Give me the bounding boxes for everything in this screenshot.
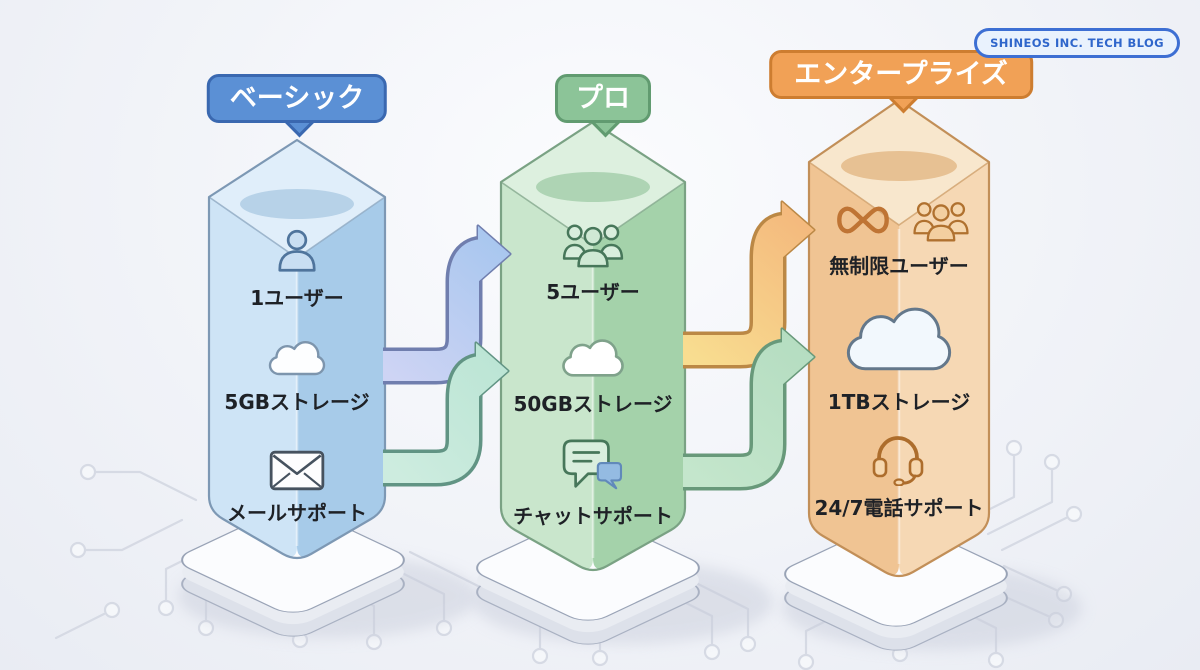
feature-label: 5GBストレージ (224, 390, 370, 414)
headset-icon (872, 436, 924, 486)
feature-basic-users: 1ユーザー (187, 226, 407, 311)
cloud-icon (846, 307, 952, 371)
chat-icon (562, 439, 623, 490)
arrow-basic-to-pro-top (383, 224, 512, 385)
feature-basic-storage: 5GBストレージ (187, 340, 407, 415)
enterprise-users-icons (827, 196, 971, 244)
blog-badge: SHINEOS INC. TECH BLOG (974, 28, 1180, 58)
arrow-pro-to-enterprise-top (683, 200, 816, 369)
feature-label: チャットサポート (513, 504, 673, 528)
user-icon (278, 229, 316, 272)
plan-label-basic: ベーシック (206, 74, 388, 124)
feature-label: 24/7電話サポート (814, 496, 984, 520)
infinity-icon (837, 206, 889, 234)
cloud-icon (268, 341, 326, 376)
arrow-basic-to-pro-bottom (383, 341, 510, 487)
plan-label-pro: プロ (555, 74, 651, 124)
feature-label: 1TBストレージ (827, 390, 971, 414)
feature-label: 50GBストレージ (513, 392, 673, 416)
feature-pro-users: 5ユーザー (483, 218, 703, 305)
mail-icon (269, 450, 325, 491)
arrow-pro-to-enterprise-bottom (683, 327, 816, 491)
feature-label: メールサポート (227, 501, 367, 525)
feature-enterprise-storage: 1TBストレージ (789, 305, 1009, 415)
feature-label: 1ユーザー (250, 286, 344, 310)
cloud-icon (562, 339, 624, 377)
feature-pro-storage: 50GBストレージ (483, 338, 703, 417)
feature-pro-support: チャットサポート (483, 438, 703, 529)
plan-label-enterprise: エンタープライズ (769, 50, 1033, 100)
feature-label: 無制限ユーザー (829, 254, 969, 278)
users-icon (562, 224, 624, 268)
feature-enterprise-support: 24/7電話サポート (789, 430, 1009, 521)
feature-basic-support: メールサポート (187, 450, 407, 526)
feature-enterprise-users: 無制限ユーザー (789, 196, 1009, 279)
feature-label: 5ユーザー (546, 280, 640, 304)
pedestal-enterprise (782, 521, 1082, 651)
users-icon (913, 202, 969, 242)
pedestal-basic (178, 507, 478, 638)
